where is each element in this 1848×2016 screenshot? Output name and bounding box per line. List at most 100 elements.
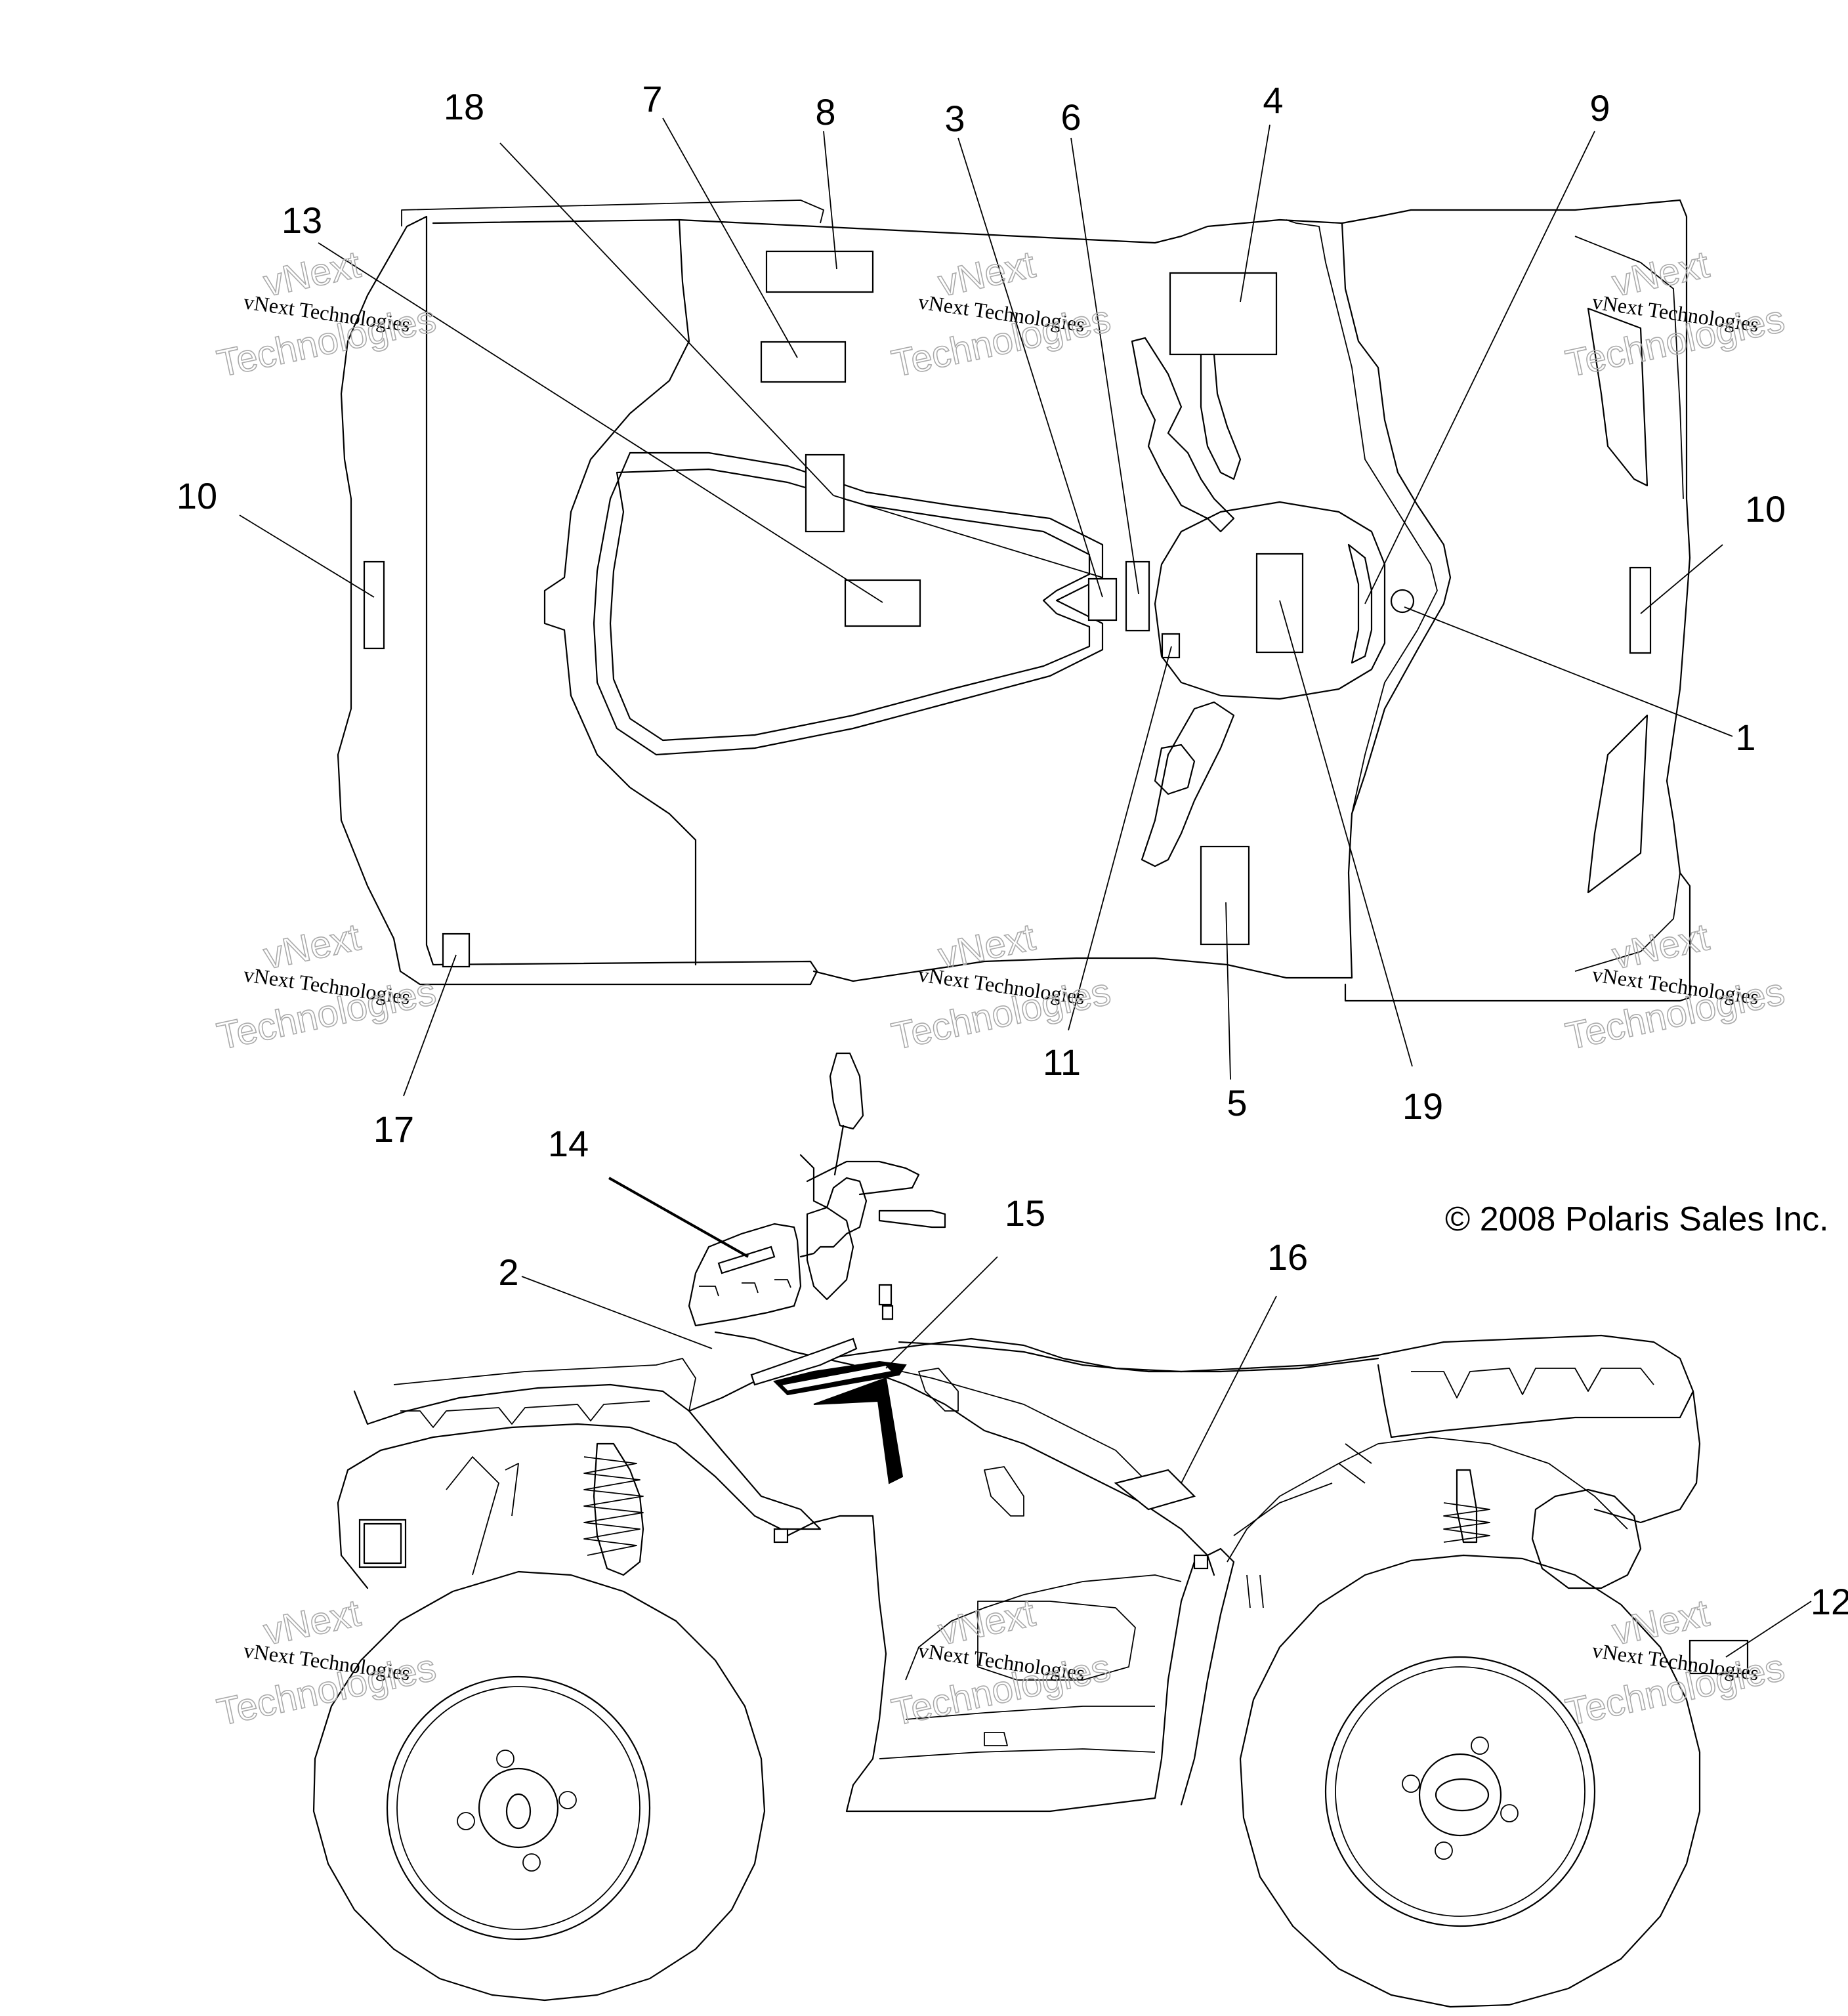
- copyright-notice: © 2008 Polaris Sales Inc.: [1445, 1200, 1829, 1238]
- front-fender-side: [1377, 1364, 1694, 1438]
- front-lug-2: [1500, 1804, 1519, 1822]
- watermark: vNext Technologies vNext Technologies: [887, 915, 1114, 1058]
- leader-18: [499, 142, 834, 496]
- decal-11: [1161, 633, 1181, 659]
- watermark-outline-top: vNext: [1608, 915, 1713, 977]
- watermark: vNext Technologies vNext Technologies: [1561, 242, 1788, 385]
- decal-5: [1200, 845, 1250, 946]
- callout-11: 11: [1043, 1041, 1081, 1083]
- front-fender-outline: [1341, 199, 1691, 1002]
- decal-6: [1125, 560, 1150, 632]
- fuel-tank-top: [688, 1223, 802, 1327]
- front-fork-shroud: [806, 1206, 854, 1301]
- decal-12: [1689, 1639, 1749, 1675]
- leader-12: [1725, 1601, 1812, 1658]
- front-tire: [1239, 1554, 1701, 2008]
- watermark: vNext Technologies vNext Technologies: [1561, 915, 1788, 1058]
- leader-13: [318, 242, 883, 603]
- mirror-stem: [833, 1124, 845, 1176]
- watermark: vNext Technologies vNext Technologies: [213, 915, 440, 1058]
- decal-3: [1087, 578, 1118, 621]
- throttle-lever: [878, 1209, 946, 1228]
- callout-labels: 18 7 8 3 6 4 9 13 10 10 1 11 5 19 17 14 …: [177, 78, 1848, 1622]
- rear-reflector-block: [358, 1519, 407, 1568]
- decal-10-left: [363, 560, 385, 650]
- seat-border: [609, 468, 1091, 742]
- callout-1: 1: [1735, 717, 1755, 758]
- steering-column: [799, 1154, 868, 1258]
- front-hub: [1418, 1753, 1502, 1837]
- callout-14: 14: [548, 1123, 589, 1164]
- decal-1: [1390, 589, 1415, 614]
- watermark: vNext Technologies vNext Technologies: [1561, 1591, 1788, 1734]
- rear-lug-4: [457, 1812, 475, 1830]
- headlight-lower: [1587, 714, 1648, 894]
- decal-2: [750, 1337, 858, 1386]
- side-panel-front: [714, 1331, 1215, 1576]
- front-fender-inner: [1286, 219, 1438, 814]
- leader-16: [1181, 1295, 1277, 1484]
- rear-tire: [312, 1570, 766, 2002]
- front-lug-1: [1471, 1736, 1489, 1755]
- callout-19: 19: [1402, 1085, 1443, 1127]
- watermark-outline-top: vNext: [934, 243, 1039, 304]
- decal-14: [717, 1246, 776, 1274]
- atv-side-view: [312, 1052, 1701, 2008]
- watermarks: vNext Technologies vNext Technologies vN…: [213, 242, 1788, 1734]
- rear-shock-coil: [583, 1456, 644, 1556]
- callout-18: 18: [444, 86, 484, 127]
- rear-rim: [386, 1675, 651, 1941]
- leader-18-tail: [833, 495, 1103, 578]
- front-shock-coil: [1443, 1502, 1490, 1543]
- decal-8: [765, 250, 874, 293]
- rear-lug-3: [522, 1853, 541, 1872]
- rear-frame-struts: [446, 1456, 519, 1576]
- atv-top-view: [337, 199, 1691, 1002]
- decal-16: [1114, 1469, 1196, 1511]
- leader-10-right: [1640, 544, 1723, 614]
- rear-hub-cap: [505, 1793, 532, 1830]
- handlebar-top: [1131, 337, 1235, 533]
- decal-13: [844, 579, 921, 627]
- watermark: vNext Technologies vNext Technologies: [887, 1591, 1114, 1734]
- front-lug-3: [1435, 1841, 1453, 1860]
- leader-9: [1364, 131, 1595, 604]
- callout-10-right: 10: [1745, 488, 1786, 530]
- front-hub-cap: [1435, 1778, 1490, 1812]
- fuel-cap-block-2: [881, 1305, 894, 1320]
- top-view-leaders: [239, 117, 1733, 1097]
- leader-3: [957, 137, 1103, 598]
- watermark-outline-top: vNext: [1608, 243, 1713, 304]
- front-body-outline: [678, 219, 1452, 982]
- front-lug-4: [1402, 1774, 1420, 1793]
- handlebar-bottom-knob: [1154, 744, 1196, 795]
- leader-11: [1068, 646, 1172, 1031]
- callout-12: 12: [1811, 1581, 1848, 1622]
- rear-lug-2: [558, 1791, 577, 1809]
- front-rack-teeth: [1411, 1368, 1654, 1398]
- side-view-decals: [717, 1246, 1749, 1675]
- footrest: [879, 1732, 1156, 1759]
- handlebar-side: [806, 1160, 920, 1196]
- instrument-pod: [1154, 501, 1386, 700]
- front-fender-under: [1227, 1437, 1628, 1563]
- seat-outline: [593, 452, 1104, 756]
- watermark-outline-top: vNext: [260, 1591, 364, 1653]
- front-shock: [1456, 1469, 1478, 1544]
- leader-10-left: [239, 514, 375, 598]
- leader-5: [1225, 902, 1231, 1080]
- leader-15: [885, 1256, 998, 1369]
- callout-9: 9: [1589, 87, 1610, 129]
- rear-rack-side: [393, 1358, 696, 1412]
- front-headlight-side: [1531, 1488, 1642, 1589]
- callout-10-left: 10: [177, 475, 217, 516]
- side-panel-vent-1: [918, 1368, 959, 1412]
- decal-15: [779, 1364, 894, 1393]
- fender-vent-marks: [1246, 1443, 1372, 1608]
- engine-block: [977, 1601, 1136, 1681]
- headlight-upper: [1587, 307, 1648, 487]
- leader-7: [662, 117, 798, 358]
- rear-body-outline: [432, 219, 697, 966]
- decal-4: [1169, 272, 1278, 356]
- callout-6: 6: [1060, 96, 1081, 138]
